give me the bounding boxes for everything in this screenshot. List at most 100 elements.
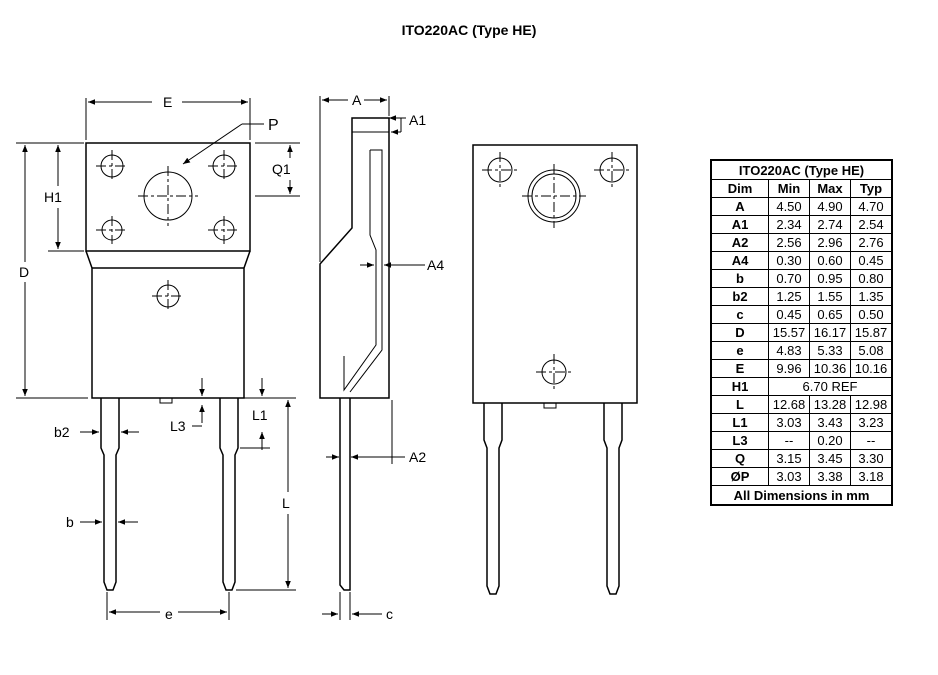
cell-max: 1.55 — [809, 287, 851, 306]
cell-dim: D — [710, 323, 769, 342]
cell-max: 16.17 — [809, 323, 851, 342]
back-view — [472, 144, 638, 595]
cell-max: 0.95 — [809, 269, 851, 288]
cell-dim: c — [710, 305, 769, 324]
label-L3: L3 — [170, 418, 186, 434]
cell-dim: e — [710, 341, 769, 360]
cell-min: 3.15 — [768, 449, 810, 468]
side-dimensions — [319, 96, 425, 620]
cell-max: 13.28 — [809, 395, 851, 414]
label-H1: H1 — [44, 189, 62, 205]
header-min: Min — [768, 179, 810, 198]
cell-typ: 2.54 — [850, 215, 893, 234]
cell-max: 0.65 — [809, 305, 851, 324]
cell-max: 2.74 — [809, 215, 851, 234]
label-A: A — [352, 92, 362, 108]
label-L1: L1 — [252, 407, 268, 423]
table-header-row: Dim Min Max Typ — [710, 179, 893, 198]
cell-dim: b2 — [710, 287, 769, 306]
cell-dim: L1 — [710, 413, 769, 432]
cell-typ: -- — [850, 431, 893, 450]
cell-min: 9.96 — [768, 359, 810, 378]
header-max: Max — [809, 179, 851, 198]
label-L: L — [282, 495, 290, 511]
cell-max: 5.33 — [809, 341, 851, 360]
header-typ: Typ — [850, 179, 893, 198]
cell-typ: 15.87 — [850, 323, 893, 342]
back-centerlines — [482, 152, 630, 390]
label-A1: A1 — [409, 112, 426, 128]
cell-typ: 12.98 — [850, 395, 893, 414]
label-b2: b2 — [54, 424, 70, 440]
front-view — [85, 142, 251, 591]
cell-min: 0.45 — [768, 305, 810, 324]
side-view — [319, 117, 390, 591]
cell-dim: A — [710, 197, 769, 216]
cell-min: 2.56 — [768, 233, 810, 252]
side-lead-frame — [343, 149, 383, 393]
front-lead-left — [100, 398, 120, 591]
cell-typ: 1.35 — [850, 287, 893, 306]
cell-typ: 4.70 — [850, 197, 893, 216]
cell-typ: 3.18 — [850, 467, 893, 486]
cell-dim: ØP — [710, 467, 769, 486]
front-tab — [85, 142, 251, 252]
header-dim: Dim — [710, 179, 769, 198]
cell-min: 12.68 — [768, 395, 810, 414]
cell-dim: L — [710, 395, 769, 414]
cell-dim: H1 — [710, 377, 769, 396]
back-lead-left — [483, 403, 503, 595]
cell-max: 3.45 — [809, 449, 851, 468]
cell-typ: 0.50 — [850, 305, 893, 324]
label-c: c — [386, 606, 393, 622]
label-A4: A4 — [427, 257, 444, 273]
page-title: ITO220AC (Type HE) — [401, 22, 537, 38]
label-E: E — [163, 94, 172, 110]
cell-max: 2.96 — [809, 233, 851, 252]
cell-dim: A2 — [710, 233, 769, 252]
cell-max: 10.36 — [809, 359, 851, 378]
cell-typ: 2.76 — [850, 233, 893, 252]
cell-max: 3.43 — [809, 413, 851, 432]
cell-typ: 0.80 — [850, 269, 893, 288]
table-footer: All Dimensions in mm — [710, 485, 893, 506]
cell-min: 4.50 — [768, 197, 810, 216]
cell-dim: A4 — [710, 251, 769, 270]
side-lead — [339, 398, 351, 591]
cell-dim: L3 — [710, 431, 769, 450]
cell-dim: b — [710, 269, 769, 288]
label-D: D — [19, 264, 29, 280]
cell-min: 3.03 — [768, 413, 810, 432]
back-lead-right — [603, 403, 623, 595]
cell-min: 3.03 — [768, 467, 810, 486]
dimension-labels: E P Q1 H1 D A A1 A4 A2 b2 L3 L1 L b e c — [19, 92, 444, 622]
cell-min: 2.34 — [768, 215, 810, 234]
front-dimensions — [16, 98, 300, 620]
table-title: ITO220AC (Type HE) — [710, 159, 893, 180]
cell-dim: E — [710, 359, 769, 378]
back-body — [472, 144, 638, 404]
front-lead-right — [219, 398, 239, 591]
side-body — [319, 117, 390, 399]
cell-min: 15.57 — [768, 323, 810, 342]
cell-min: -- — [768, 431, 810, 450]
cell-max: 3.38 — [809, 467, 851, 486]
cell-typ: 3.30 — [850, 449, 893, 468]
label-b: b — [66, 514, 74, 530]
cell-min: 1.25 — [768, 287, 810, 306]
label-e: e — [165, 606, 173, 622]
cell-typ: 10.16 — [850, 359, 893, 378]
